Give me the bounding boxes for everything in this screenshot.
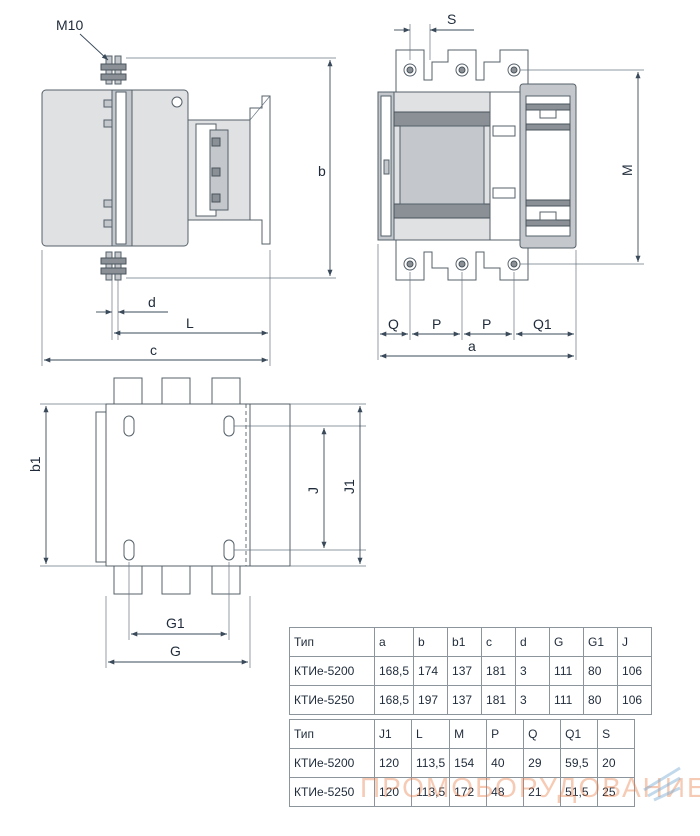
table-cell: 154 xyxy=(449,748,488,778)
front-view xyxy=(377,49,577,281)
dim-M-label: M xyxy=(619,164,635,176)
table-cell: 137 xyxy=(447,656,483,686)
dim-b1-label: b1 xyxy=(27,456,43,472)
table-cell: КТИе-5200 xyxy=(289,748,375,778)
table-cell: 168,5 xyxy=(373,656,415,686)
side-view xyxy=(41,55,271,281)
table-row: КТИе-5250 168,5 197 137 181 3 111 80 106 xyxy=(289,685,653,715)
table-cell: 20 xyxy=(597,748,636,778)
dim-M10-label: M10 xyxy=(56,17,83,33)
table-cell: 80 xyxy=(583,685,619,715)
dim-P2-label: P xyxy=(482,316,491,332)
table-cell: 174 xyxy=(413,656,449,686)
table-cell: 120 xyxy=(374,777,412,807)
dim-Q-label: Q xyxy=(388,316,399,332)
table-cell: 197 xyxy=(413,685,449,715)
table-header-cell: Тип xyxy=(289,719,375,749)
watermark-logo-icon xyxy=(643,766,681,802)
table-header-cell: b1 xyxy=(447,627,483,657)
side-view-dimensions: b d L c M10 xyxy=(41,17,336,366)
table-header-cell: M xyxy=(449,719,488,749)
table-cell: 181 xyxy=(481,656,517,686)
table-cell: 80 xyxy=(583,656,619,686)
table-cell: 48 xyxy=(486,777,525,807)
table-cell: 172 xyxy=(449,777,488,807)
table-row: КТИе-5200 168,5 174 137 181 3 111 80 106 xyxy=(289,656,653,686)
table-header-cell: a xyxy=(373,627,415,657)
table-header-row: Тип a b b1 c d G G1 J xyxy=(289,627,653,657)
dim-d-label: d xyxy=(148,294,156,310)
table-cell: 25 xyxy=(597,777,636,807)
table-cell: 113,5 xyxy=(410,777,451,807)
table-header-cell: Q xyxy=(523,719,562,749)
dim-c-label: c xyxy=(150,342,157,358)
table-cell: 3 xyxy=(515,656,551,686)
table-cell: 168,5 xyxy=(373,685,415,715)
dim-Q1-label: Q1 xyxy=(533,316,552,332)
table-header-cell: P xyxy=(486,719,525,749)
table-header-cell: G1 xyxy=(583,627,619,657)
table-cell: 59,5 xyxy=(560,748,599,778)
table-cell: 137 xyxy=(447,685,483,715)
rear-view-dimensions: b1 J J1 G1 G xyxy=(27,403,366,668)
front-view-dimensions: S M Q P P Q1 a xyxy=(377,11,644,360)
dim-P1-label: P xyxy=(432,316,441,332)
table-header-cell: Q1 xyxy=(560,719,599,749)
table-header-cell: L xyxy=(410,719,451,749)
table-header-row: Тип J1 L M P Q Q1 S xyxy=(289,719,636,749)
dim-b-label: b xyxy=(318,163,326,179)
dimensions-table-2: Тип J1 L M P Q Q1 S КТИе-5200 120 113,5 … xyxy=(289,719,636,807)
table-cell: 21 xyxy=(523,777,562,807)
table-cell: 111 xyxy=(549,685,585,715)
dim-J-label: J xyxy=(305,487,321,494)
rear-view xyxy=(95,377,291,595)
table-cell: 181 xyxy=(481,685,517,715)
dim-S-label: S xyxy=(447,11,456,27)
table-header-cell: c xyxy=(481,627,517,657)
table-header-cell: Тип xyxy=(289,627,375,657)
table-cell: 51,5 xyxy=(560,777,599,807)
table-cell: 113,5 xyxy=(410,748,451,778)
table-cell: 120 xyxy=(374,748,412,778)
dim-L-label: L xyxy=(186,315,194,331)
table-header-cell: J xyxy=(617,627,653,657)
dim-G1-label: G1 xyxy=(166,615,185,631)
table-cell: 40 xyxy=(486,748,525,778)
table-row: КТИе-5200 120 113,5 154 40 29 59,5 20 xyxy=(289,748,636,778)
table-header-cell: G xyxy=(549,627,585,657)
table-cell: КТИе-5200 xyxy=(289,656,375,686)
dim-a-label: a xyxy=(468,338,476,354)
table-header-cell: S xyxy=(597,719,636,749)
dim-G-label: G xyxy=(170,643,181,659)
table-row: КТИе-5250 120 113,5 172 48 21 51,5 25 xyxy=(289,777,636,807)
table-cell: 29 xyxy=(523,748,562,778)
table-cell: 3 xyxy=(515,685,551,715)
table-cell: КТИе-5250 xyxy=(289,777,375,807)
table-cell: КТИе-5250 xyxy=(289,685,375,715)
table-cell: 111 xyxy=(549,656,585,686)
table-cell: 106 xyxy=(617,685,653,715)
dimensions-table-1: Тип a b b1 c d G G1 J КТИе-5200 168,5 17… xyxy=(289,627,653,715)
table-header-cell: d xyxy=(515,627,551,657)
dim-J1-label: J1 xyxy=(341,479,357,494)
table-cell: 106 xyxy=(617,656,653,686)
table-header-cell: J1 xyxy=(374,719,412,749)
table-header-cell: b xyxy=(413,627,449,657)
